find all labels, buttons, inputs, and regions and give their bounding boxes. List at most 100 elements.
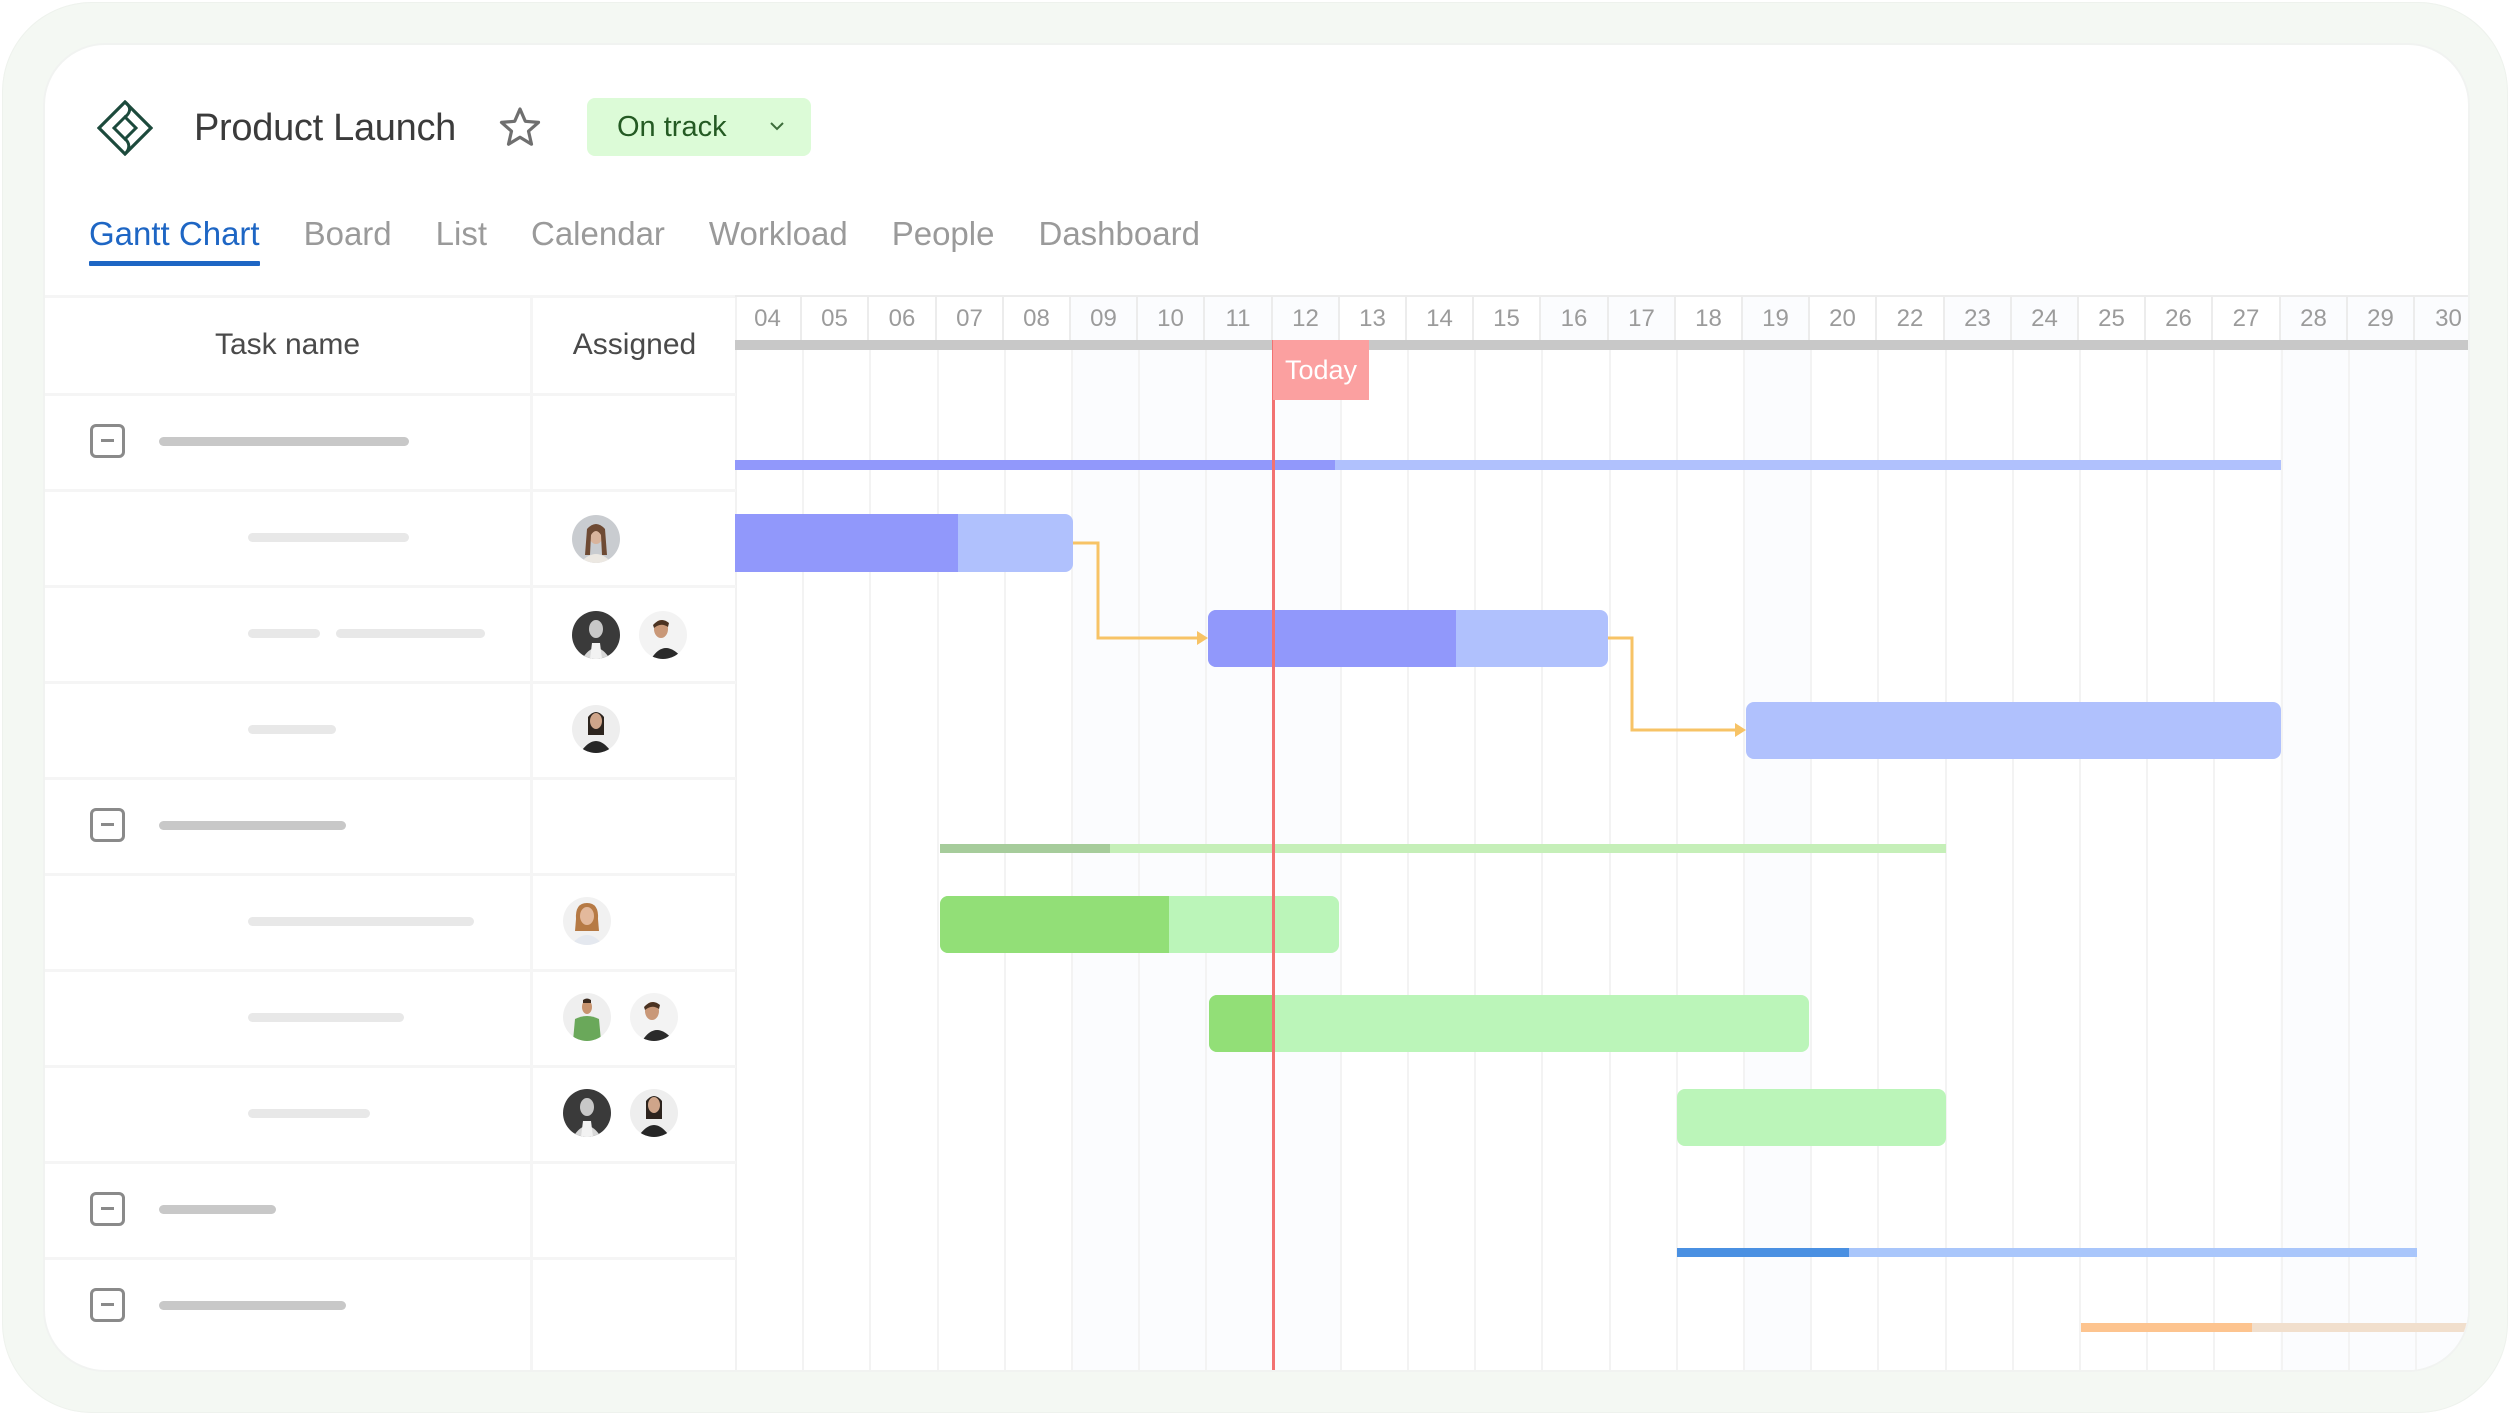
column-divider <box>530 295 533 1370</box>
task-name-placeholder <box>248 629 320 638</box>
collapse-icon[interactable] <box>90 1288 125 1322</box>
collapse-icon[interactable] <box>90 808 125 842</box>
task-row[interactable] <box>45 683 736 779</box>
date-cell: 30 <box>2415 295 2468 340</box>
group-summary-bar[interactable] <box>1677 1248 2417 1257</box>
gridline <box>1340 340 1342 1370</box>
today-line <box>1272 340 1275 1370</box>
progress-fill <box>1208 610 1456 667</box>
group-row[interactable] <box>45 779 736 875</box>
tab-board[interactable]: Board <box>303 215 392 252</box>
gridline <box>802 340 804 1370</box>
group-row[interactable] <box>45 1259 736 1355</box>
avatar-woman-light-sweater[interactable] <box>572 515 620 563</box>
star-outline-icon[interactable] <box>497 105 543 151</box>
group-row[interactable] <box>45 1163 736 1259</box>
tab-gantt-chart[interactable]: Gantt Chart <box>89 210 260 266</box>
status-label: On track <box>617 110 727 143</box>
task-bar[interactable] <box>1209 995 1809 1052</box>
divider <box>45 969 736 972</box>
divider <box>45 489 736 492</box>
date-cell: 17 <box>1609 295 1676 340</box>
avatar-woman-black-top[interactable] <box>630 1089 678 1137</box>
group-summary-bar[interactable] <box>2081 1323 2468 1332</box>
date-cell: 10 <box>1138 295 1205 340</box>
task-row[interactable] <box>45 875 736 971</box>
date-cell: 28 <box>2281 295 2348 340</box>
tab-people[interactable]: People <box>891 215 995 252</box>
task-bar[interactable] <box>735 514 1073 572</box>
avatar-man-black-hoodie[interactable] <box>630 993 678 1041</box>
gridline <box>1609 340 1611 1370</box>
task-bar[interactable] <box>1677 1089 1946 1146</box>
column-divider <box>735 295 737 1370</box>
avatar-woman-black-top[interactable] <box>572 705 620 753</box>
progress-fill <box>940 896 1169 953</box>
weekend-shade <box>1810 295 2280 1370</box>
gridline <box>1810 340 1812 1370</box>
timeline-scrollbar[interactable] <box>735 340 2468 350</box>
gridline <box>2281 340 2283 1370</box>
date-cell: 07 <box>937 295 1004 340</box>
task-bar[interactable] <box>940 896 1339 953</box>
gridline <box>1541 340 1543 1370</box>
date-cell: 27 <box>2213 295 2281 340</box>
gridline <box>2213 340 2215 1370</box>
date-cell: 18 <box>1676 295 1743 340</box>
divider <box>45 777 736 780</box>
gridline <box>2348 340 2350 1370</box>
task-name-placeholder <box>159 1205 276 1214</box>
avatar-man-green-tshirt[interactable] <box>563 993 611 1041</box>
divider <box>45 1161 736 1164</box>
date-cell: 11 <box>1205 295 1273 340</box>
date-cell: 20 <box>1810 295 1877 340</box>
tab-list[interactable]: List <box>435 215 487 252</box>
date-cell: 09 <box>1071 295 1138 340</box>
gridline <box>2415 340 2417 1370</box>
column-header-task-name[interactable]: Task name <box>214 327 361 361</box>
gantt-chart: 04 05 06 07 08 09 10 11 12 13 14 15 16 1… <box>735 295 2468 1370</box>
task-row[interactable] <box>45 1067 736 1163</box>
date-cell: 26 <box>2146 295 2213 340</box>
collapse-icon[interactable] <box>90 424 125 458</box>
task-row[interactable] <box>45 587 736 683</box>
date-cell: 25 <box>2079 295 2146 340</box>
column-header-assigned[interactable]: Assigned <box>572 327 697 361</box>
group-row[interactable] <box>45 395 736 491</box>
task-name-placeholder <box>159 821 346 830</box>
diamond-logo-icon <box>97 100 153 156</box>
task-bar[interactable] <box>1746 702 2281 759</box>
date-cell: 15 <box>1474 295 1541 340</box>
divider <box>45 295 736 298</box>
task-table: Task name Assigned <box>45 295 737 1370</box>
collapse-icon[interactable] <box>90 1192 125 1226</box>
date-cell: 19 <box>1743 295 1810 340</box>
task-row[interactable] <box>45 971 736 1067</box>
status-dropdown[interactable]: On track <box>587 98 811 156</box>
gridline <box>2146 340 2148 1370</box>
gridline <box>1004 340 1006 1370</box>
date-cell: 04 <box>735 295 802 340</box>
group-summary-bar[interactable] <box>735 460 2281 470</box>
group-summary-bar[interactable] <box>940 844 1946 853</box>
tab-workload[interactable]: Workload <box>708 215 848 252</box>
progress-fill <box>940 844 1110 853</box>
gridline <box>937 340 939 1370</box>
date-cell: 05 <box>802 295 869 340</box>
tab-dashboard[interactable]: Dashboard <box>1038 215 1200 252</box>
divider <box>45 681 736 684</box>
avatar-man-black-hoodie[interactable] <box>639 611 687 659</box>
chevron-down-icon <box>770 122 784 131</box>
avatar-woman-bw-tanktop[interactable] <box>563 1089 611 1137</box>
gridline <box>1071 340 1073 1370</box>
gridline <box>1205 340 1207 1370</box>
task-bar[interactable] <box>1208 610 1608 667</box>
task-name-placeholder <box>248 533 409 542</box>
view-tabs: Gantt Chart Board List Calendar Workload… <box>89 210 1244 266</box>
gridline <box>1877 340 1879 1370</box>
date-cell: 24 <box>2012 295 2079 340</box>
tab-calendar[interactable]: Calendar <box>531 215 665 252</box>
avatar-woman-bw-tanktop[interactable] <box>572 611 620 659</box>
avatar-woman-curly-hair[interactable] <box>563 897 611 945</box>
task-row[interactable] <box>45 491 736 587</box>
